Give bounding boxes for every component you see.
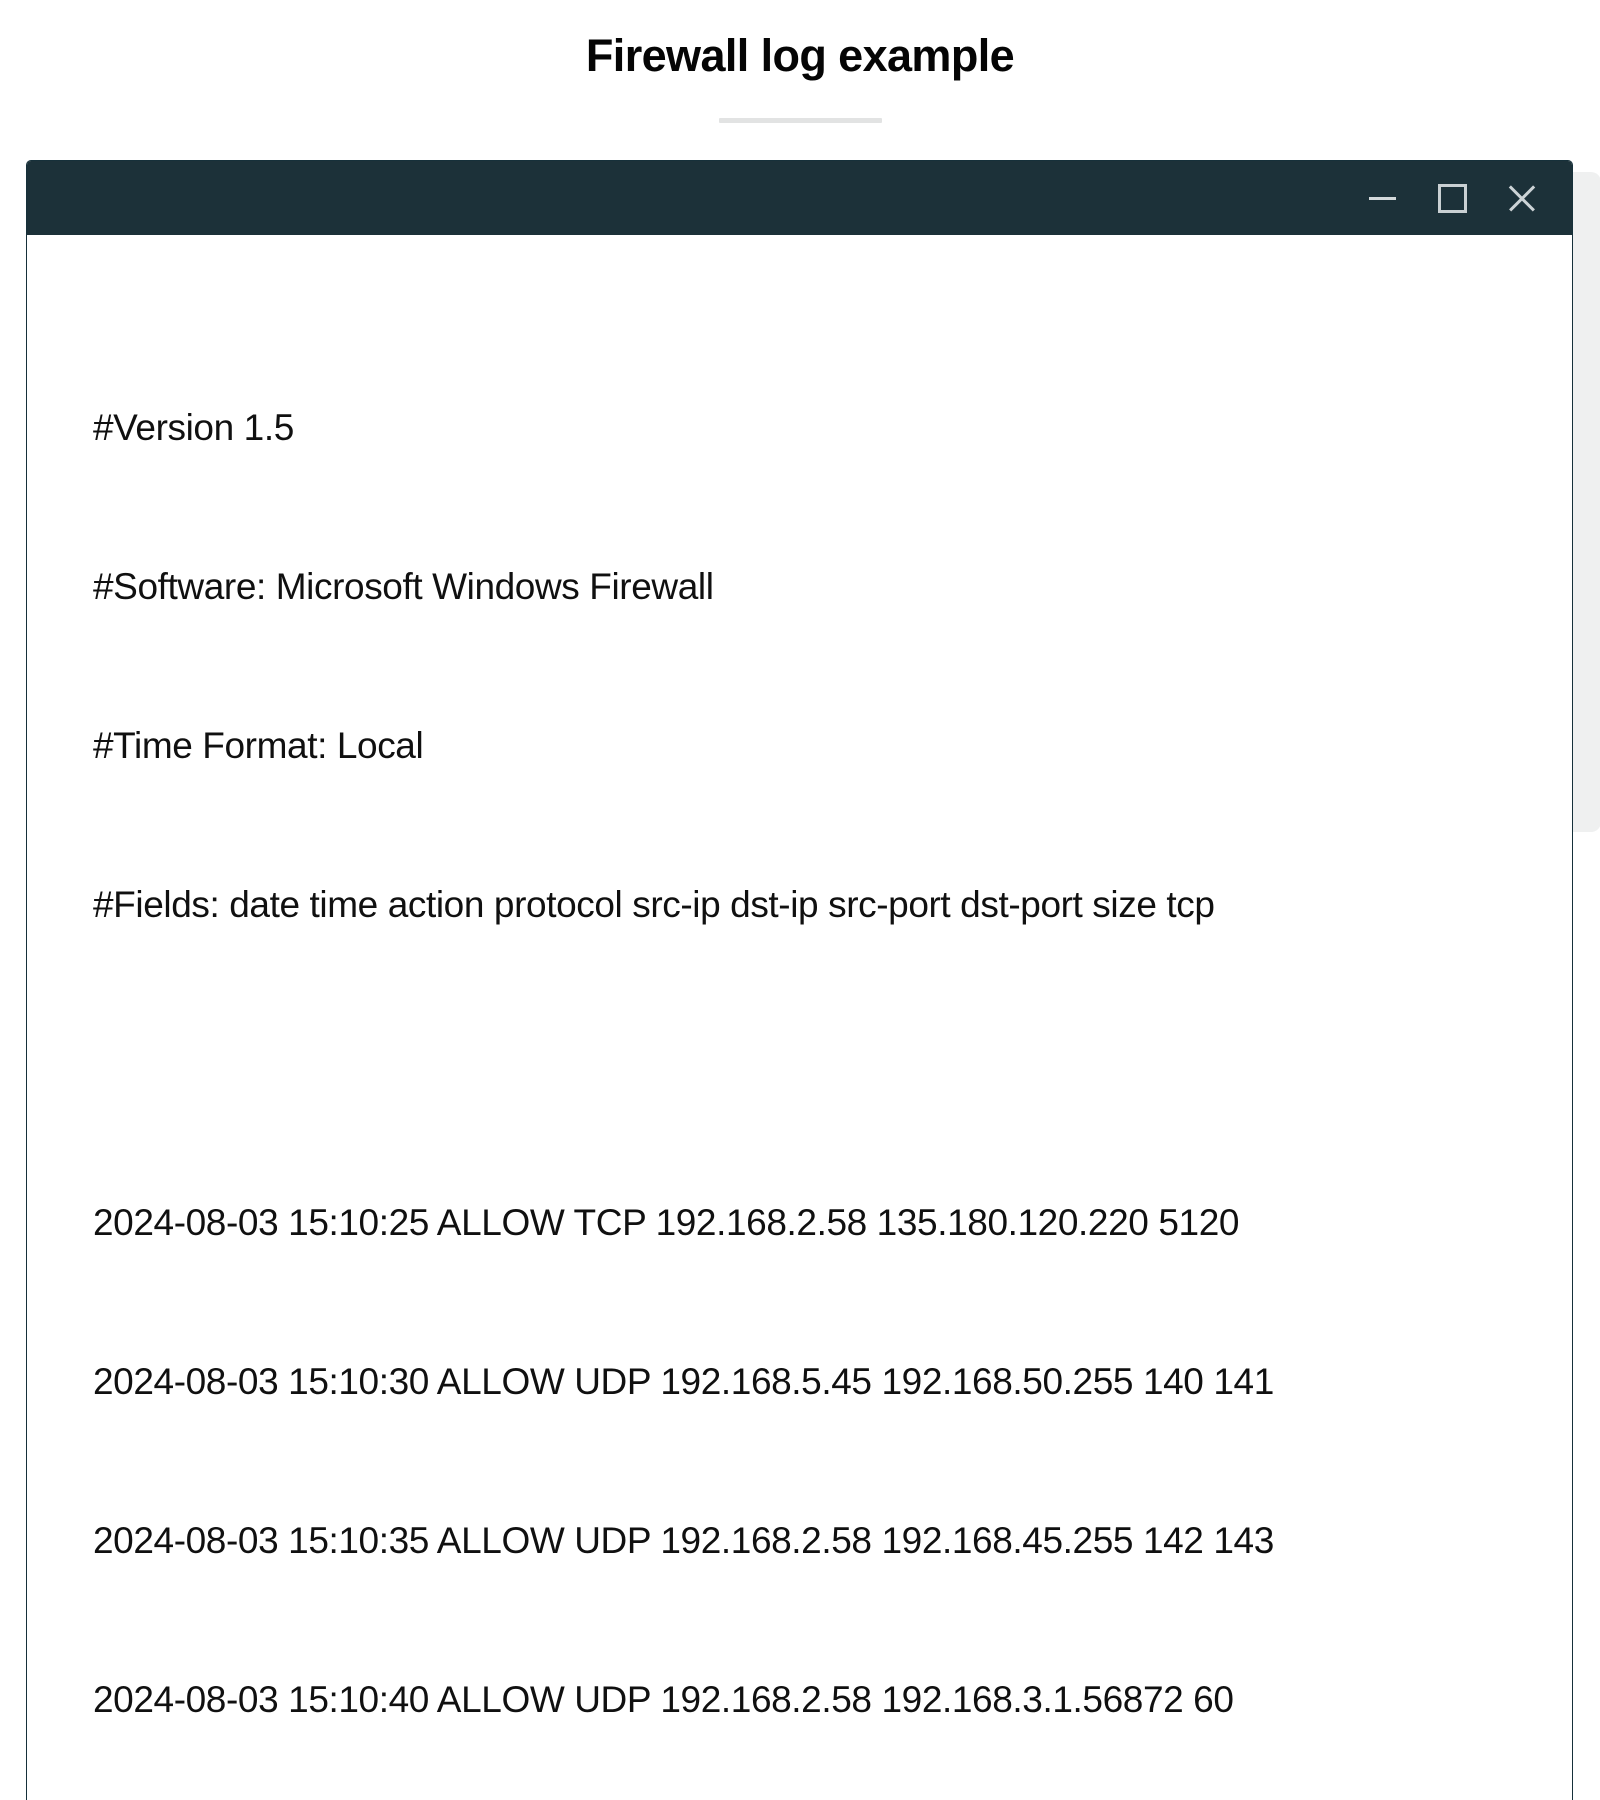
maximize-button[interactable] <box>1432 178 1472 218</box>
close-button[interactable] <box>1502 178 1542 218</box>
log-content-area[interactable]: #Version 1.5 #Software: Microsoft Window… <box>27 235 1572 1800</box>
log-header-line: #Time Format: Local <box>93 725 424 766</box>
log-header-line: #Fields: date time action protocol src-i… <box>93 884 1215 925</box>
minimize-icon <box>1368 196 1396 200</box>
log-entry-line: 2024-08-03 15:10:25 ALLOW TCP 192.168.2.… <box>93 1202 1240 1243</box>
window-titlebar[interactable] <box>27 161 1572 235</box>
window-controls <box>1362 178 1542 218</box>
minimize-button[interactable] <box>1362 178 1402 218</box>
title-divider <box>718 117 882 123</box>
close-icon <box>1505 181 1539 215</box>
window-wrapper: #Version 1.5 #Software: Microsoft Window… <box>26 160 1600 1800</box>
maximize-icon <box>1437 183 1467 213</box>
page-header: Firewall log example <box>0 0 1600 123</box>
page-title: Firewall log example <box>585 30 1015 81</box>
log-window: #Version 1.5 #Software: Microsoft Window… <box>26 160 1573 1800</box>
log-entry-line: 2024-08-03 15:10:30 ALLOW UDP 192.168.5.… <box>93 1361 1274 1402</box>
log-entry-line: 2024-08-03 15:10:35 ALLOW UDP 192.168.2.… <box>93 1520 1274 1561</box>
log-header-line: #Version 1.5 <box>93 407 294 448</box>
log-text-block: #Version 1.5 #Software: Microsoft Window… <box>93 295 1532 1800</box>
page-root: Firewall log example <box>0 0 1600 900</box>
log-header-line: #Software: Microsoft Windows Firewall <box>93 566 714 607</box>
log-entry-line: 2024-08-03 15:10:40 ALLOW UDP 192.168.2.… <box>93 1679 1234 1720</box>
log-blank-line <box>93 1037 1532 1090</box>
